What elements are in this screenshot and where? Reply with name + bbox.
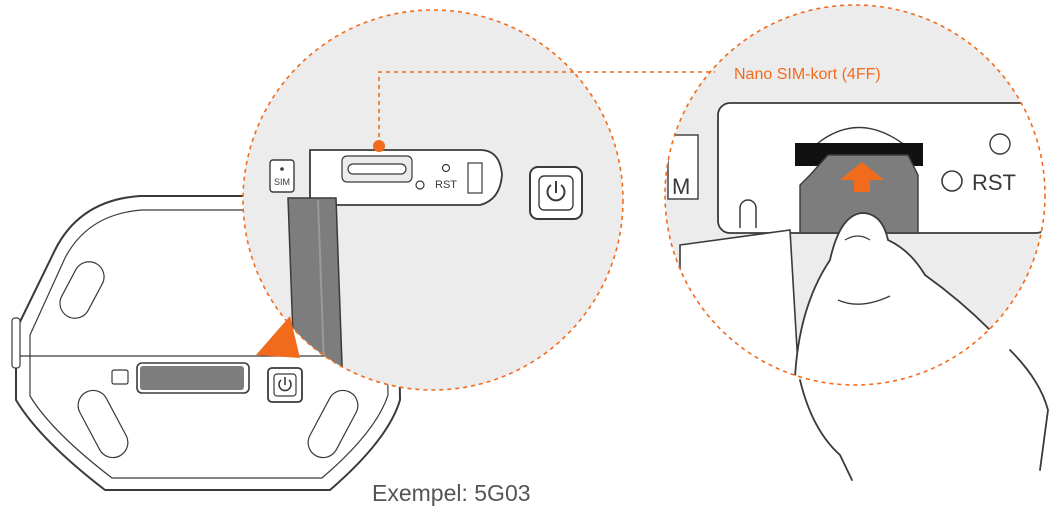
sim-card-gray-right bbox=[799, 154, 919, 234]
power-icon bbox=[546, 181, 566, 202]
zoom-circle-left bbox=[242, 9, 624, 391]
callout-label: Nano SIM-kort (4FF) bbox=[734, 66, 881, 83]
sim-label-small: SIM bbox=[274, 177, 290, 187]
router-sim-slot bbox=[111, 362, 250, 394]
hand-lower bbox=[799, 349, 1049, 481]
sim-card-icon bbox=[269, 159, 295, 193]
rst-label-small: RST bbox=[435, 179, 457, 191]
connector-dot bbox=[373, 140, 385, 152]
sim-label-partial: M bbox=[672, 174, 690, 199]
power-icon bbox=[278, 377, 292, 392]
router-vent-slots bbox=[59, 261, 359, 459]
caption: Exempel: 5G03 bbox=[372, 480, 531, 506]
triangle-pointer-icon bbox=[256, 316, 300, 358]
router-power-button bbox=[267, 367, 303, 403]
connector-line bbox=[378, 71, 715, 145]
arrow-up-icon bbox=[840, 162, 884, 192]
zoom-circle-right bbox=[664, 4, 1046, 386]
rst-label-large: RST bbox=[972, 170, 1016, 195]
zoom-power-button bbox=[529, 166, 583, 220]
